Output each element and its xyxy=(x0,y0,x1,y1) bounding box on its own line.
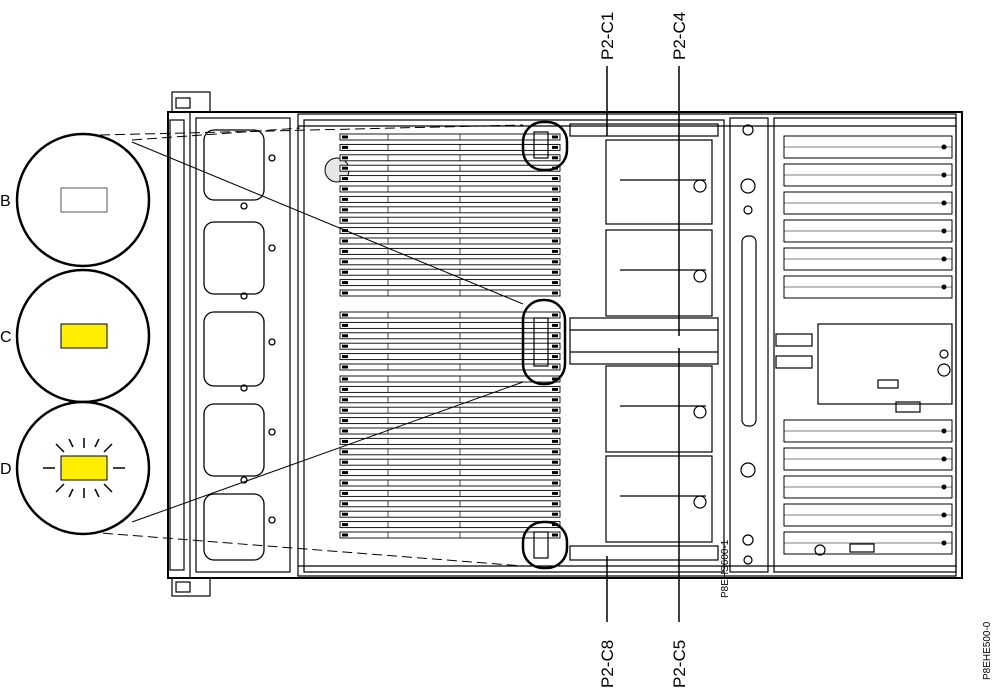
pcie-slot xyxy=(783,447,953,471)
fan-modules xyxy=(203,129,276,561)
dimm-slot xyxy=(339,396,561,404)
dimm-slot xyxy=(339,133,561,141)
dimm-slot xyxy=(339,143,561,151)
solid-leader-lines xyxy=(131,141,524,523)
detail-leader-lines xyxy=(87,124,524,567)
dimm-slot xyxy=(339,437,561,445)
dimm-slot xyxy=(339,458,561,466)
dimm-slot xyxy=(339,489,561,497)
led-detail-d xyxy=(15,400,151,536)
dimm-slot xyxy=(339,427,561,435)
dimm-slot xyxy=(339,227,561,235)
callout-p2-c8: P2-C8 xyxy=(598,640,617,688)
dimm-slot xyxy=(339,237,561,245)
pcie-slot xyxy=(783,163,953,187)
dimm-slot xyxy=(339,353,561,361)
led-letter-d: D xyxy=(0,461,12,478)
dimm-slot xyxy=(339,154,561,162)
pcie-slot xyxy=(783,475,953,499)
dimm-slot xyxy=(339,479,561,487)
pcie-slot xyxy=(783,219,953,243)
dimm-slot xyxy=(339,510,561,518)
dimm-slot xyxy=(339,279,561,287)
dimm-slot xyxy=(339,247,561,255)
pcie-slot xyxy=(783,275,953,299)
dimm-slot xyxy=(339,448,561,456)
dimm-slot xyxy=(339,363,561,371)
figure-id-outer: P8EHE500-0 xyxy=(982,621,993,680)
pcie-slot xyxy=(783,191,953,215)
pcie-slot xyxy=(783,419,953,443)
dimm-slot xyxy=(339,332,561,340)
pcie-slot xyxy=(783,531,953,555)
dimm-slot xyxy=(339,185,561,193)
dimm-slot xyxy=(339,311,561,319)
callout-leaders xyxy=(606,66,680,622)
highlight-bottom xyxy=(521,520,569,570)
callout-p2-c4: P2-C4 xyxy=(670,12,689,60)
dimm-slot xyxy=(339,321,561,329)
led-letter-c: C xyxy=(0,329,12,346)
dimm-slot xyxy=(339,175,561,183)
callout-p2-c5: P2-C5 xyxy=(670,640,689,688)
dimm-slot xyxy=(339,195,561,203)
led-detail-c xyxy=(15,268,151,404)
highlight-middle xyxy=(521,298,567,386)
flash-rays-icon xyxy=(43,438,125,498)
dimm-slot xyxy=(339,258,561,266)
dimm-slot xyxy=(339,164,561,172)
server-chassis xyxy=(167,91,963,597)
dimm-slot xyxy=(339,521,561,529)
figure-id-inner: P8EHS600-1 xyxy=(720,539,731,598)
callout-p2-c1: P2-C1 xyxy=(598,12,617,60)
rear-module xyxy=(775,323,953,556)
dimm-slot xyxy=(339,216,561,224)
dimm-slot xyxy=(339,500,561,508)
highlight-top xyxy=(521,120,569,172)
pcie-slot xyxy=(783,503,953,527)
pcie-slot xyxy=(783,247,953,271)
pcie-slots xyxy=(783,135,953,555)
center-rail xyxy=(740,124,757,565)
led-letter-b: B xyxy=(0,193,11,210)
dimm-slot xyxy=(339,417,561,425)
heatsinks xyxy=(569,123,719,561)
dimm-slot xyxy=(339,531,561,539)
dimm-slot xyxy=(339,469,561,477)
dimm-slot xyxy=(339,206,561,214)
led-detail-b xyxy=(15,132,151,268)
dimm-slot xyxy=(339,385,561,393)
dimm-slot xyxy=(339,289,561,297)
dimm-slot xyxy=(339,342,561,350)
pcie-slot xyxy=(783,135,953,159)
dimm-slot xyxy=(339,406,561,414)
led-highlight-circles xyxy=(521,120,569,570)
dimm-slots xyxy=(339,133,561,539)
dimm-slot xyxy=(339,268,561,276)
